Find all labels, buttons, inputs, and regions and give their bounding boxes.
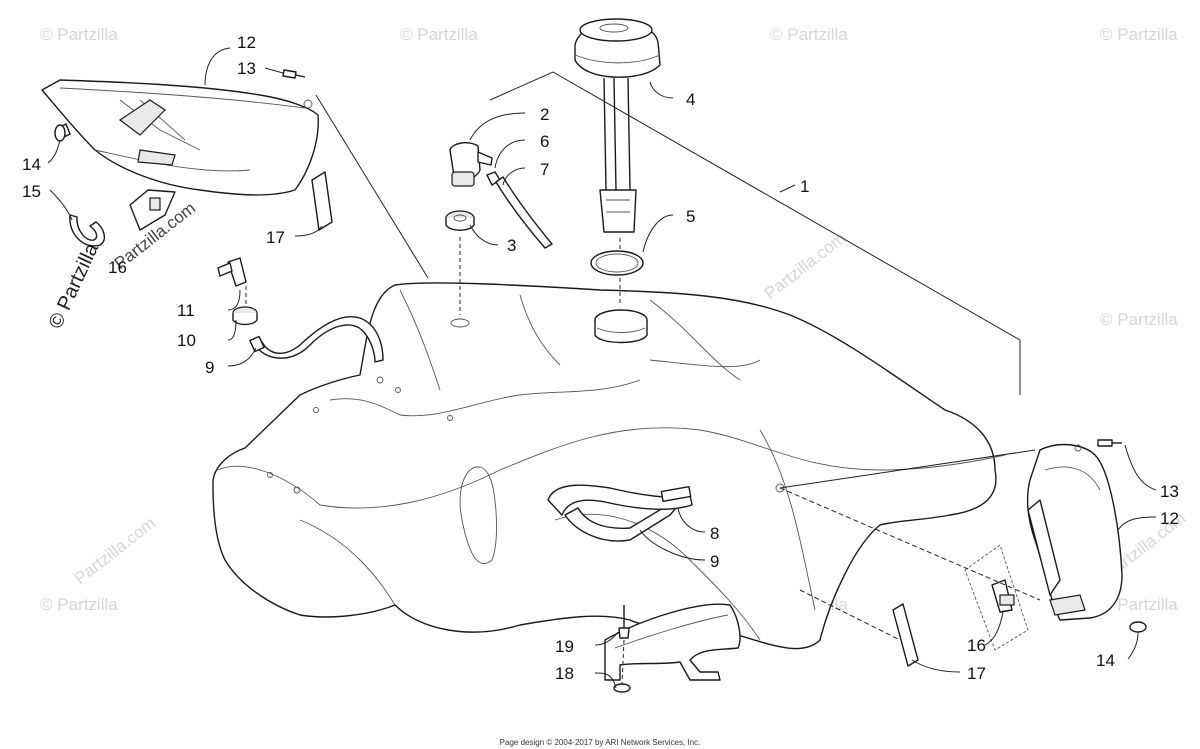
- callout-1: 1: [800, 177, 809, 196]
- footer-copyright: Page design © 2004-2017 by ARI Network S…: [500, 738, 701, 747]
- fuel-tank-part-1[interactable]: [212, 282, 1006, 650]
- plug-part-14-right[interactable]: [1129, 621, 1147, 633]
- elbow-fitting-part-11[interactable]: [217, 257, 247, 287]
- callout-4: 4: [686, 90, 695, 109]
- callout-labels: 1 2 3 4 5 6 7 8 9 9 10 11 12 12 13 13 14…: [22, 33, 1179, 683]
- callout-15: 15: [22, 182, 41, 201]
- callout-9: 9: [710, 552, 719, 571]
- watermark: © Partzilla: [400, 25, 478, 44]
- bolt-part-19[interactable]: [618, 605, 630, 639]
- side-panel-right-part-12[interactable]: [1026, 443, 1123, 621]
- bolt-part-13-left[interactable]: [282, 69, 306, 79]
- callout-12: 12: [1160, 509, 1179, 528]
- callout-8: 8: [710, 524, 719, 543]
- watermark: © Partzilla: [1100, 310, 1178, 329]
- filler-neck: [594, 309, 648, 344]
- callout-3: 3: [507, 236, 516, 255]
- callout-11: 11: [177, 301, 195, 320]
- callout-5: 5: [686, 207, 695, 226]
- hose-part-7[interactable]: [486, 171, 553, 249]
- foam-part-17-right[interactable]: [892, 603, 919, 667]
- callout-13: 13: [1160, 482, 1179, 501]
- watermark: © Partzilla: [40, 25, 118, 44]
- callout-9: 9: [205, 358, 214, 377]
- foam-part-17-left[interactable]: [311, 171, 333, 231]
- callout-2: 2: [540, 105, 549, 124]
- hose-part-9[interactable]: [249, 316, 384, 363]
- grommet-part-3[interactable]: [445, 210, 475, 231]
- callout-13: 13: [237, 59, 256, 78]
- watermark: © Partzilla: [1100, 595, 1178, 614]
- bracket-part-16-left[interactable]: [129, 189, 176, 231]
- vent-hose-part-9[interactable]: [547, 484, 693, 542]
- callout-17: 17: [967, 664, 986, 683]
- plug-part-14-left[interactable]: [54, 123, 71, 142]
- watermark: © Partzilla: [40, 595, 118, 614]
- heat-shield-bracket[interactable]: [604, 603, 741, 681]
- watermark: © Partzilla: [770, 25, 848, 44]
- callout-16: 16: [108, 258, 127, 277]
- callout-12: 12: [237, 33, 256, 52]
- washer-part-18[interactable]: [613, 683, 631, 693]
- bracket-part-16-right[interactable]: [964, 544, 1029, 651]
- bolt-part-13-right[interactable]: [1097, 439, 1122, 447]
- leader-lines: [47, 47, 1157, 689]
- gasket-part-5[interactable]: [590, 250, 644, 276]
- callout-7: 7: [540, 160, 549, 179]
- callout-14: 14: [1096, 651, 1115, 670]
- fuel-cap-sender-part-4[interactable]: [574, 18, 661, 233]
- callout-10: 10: [177, 331, 196, 350]
- callout-14: 14: [22, 155, 41, 174]
- callout-16: 16: [967, 636, 986, 655]
- side-panel-left-part-12[interactable]: [41, 79, 319, 196]
- callout-6: 6: [540, 132, 549, 151]
- callout-17: 17: [266, 228, 285, 247]
- watermark: © Partzilla: [1100, 25, 1178, 44]
- grommet-part-10[interactable]: [232, 306, 258, 326]
- valve-part-2[interactable]: [449, 142, 493, 187]
- watermark: Partzilla.com: [761, 228, 849, 303]
- clamp-part-15[interactable]: [69, 214, 106, 247]
- callout-18: 18: [555, 664, 574, 683]
- watermark: Partzilla.com: [71, 513, 159, 588]
- callout-19: 19: [555, 637, 574, 656]
- watermark: © Partzilla: [45, 239, 104, 332]
